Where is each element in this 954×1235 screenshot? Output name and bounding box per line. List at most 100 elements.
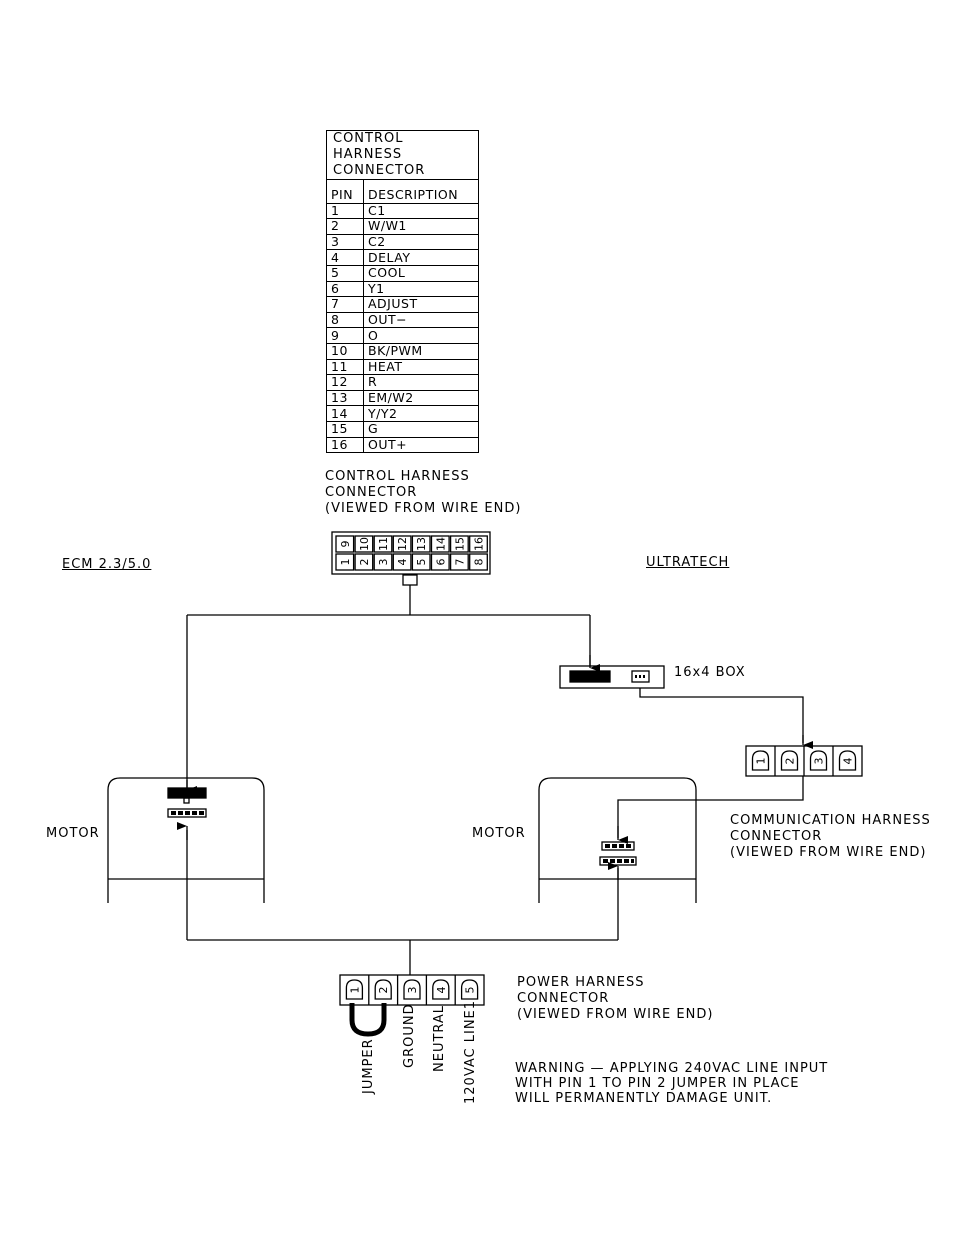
control-pin-cell <box>354 553 374 571</box>
pin-description-cell: Y/Y2 <box>363 405 479 422</box>
pin-number-cell: 12 <box>326 374 364 391</box>
control-pin-number: 1 <box>339 559 352 566</box>
control-pin-number: 13 <box>415 537 428 551</box>
power-connector-label-2: CONNECTOR <box>517 991 610 1006</box>
pin-number: 5 <box>464 987 477 994</box>
control-pin-cell <box>373 553 393 571</box>
pin-description-table: CONTROL HARNESS CONNECTOR PIN DESCRIPTIO… <box>326 130 479 454</box>
pin-socket <box>432 979 450 1000</box>
pin-number: 3 <box>813 758 826 765</box>
pin-socket <box>345 979 364 1000</box>
control-pin-number: 14 <box>434 537 447 551</box>
left-motor-outline <box>107 777 265 903</box>
control-pin-number: 6 <box>434 559 447 566</box>
pin-socket <box>460 979 479 1000</box>
pin-description-cell: OUT+ <box>363 436 479 454</box>
power-connector-body <box>339 974 485 1006</box>
control-connector-label-1: CONTROL HARNESS <box>325 469 470 484</box>
ground-label: GROUND <box>402 1003 417 1068</box>
control-pin-cell <box>469 553 488 571</box>
pin-description-cell: C2 <box>363 233 479 251</box>
pin-number: 1 <box>755 758 768 765</box>
ecm-label: ECM 2.3/5.0 <box>62 557 152 572</box>
box-16-pin-port <box>569 670 611 683</box>
pin-description-cell: OUT− <box>363 311 479 329</box>
right-motor-label: MOTOR <box>472 826 526 841</box>
control-pin-cell <box>335 553 355 571</box>
control-connector-label-2: CONNECTOR <box>325 485 418 500</box>
power-connector-label-1: POWER HARNESS <box>517 975 645 990</box>
jumper-label: JUMPER <box>361 1038 376 1094</box>
left-motor-label: MOTOR <box>46 826 100 841</box>
warning-line-3: WILL PERMANENTLY DAMAGE UNIT. <box>515 1091 773 1106</box>
right-motor-power-port <box>599 856 637 866</box>
left-motor-port-tab <box>183 797 190 804</box>
control-pin-number: 12 <box>396 537 409 551</box>
table-title: CONTROL HARNESS CONNECTOR <box>326 130 479 180</box>
control-pin-number: 4 <box>396 559 409 566</box>
pin-number: 2 <box>377 987 390 994</box>
power-connector-cells: 1 2 3 4 5 <box>345 975 479 1005</box>
control-pin-cell <box>392 535 412 553</box>
pin-number: 4 <box>435 987 448 994</box>
pin-socket <box>780 750 799 771</box>
box-label: 16x4 BOX <box>674 665 746 680</box>
control-pin-number: 3 <box>377 559 390 566</box>
pin-number: 3 <box>406 987 419 994</box>
pin-description-cell: G <box>363 420 479 438</box>
pin-socket <box>838 750 857 771</box>
control-connector-tab <box>402 574 418 586</box>
pin-number-cell: 14 <box>326 405 364 422</box>
control-pin-number: 5 <box>415 559 428 566</box>
comm-wire-to-connector <box>639 688 804 743</box>
pin-description-cell: COOL <box>363 264 479 282</box>
comm-connector-label-3: (VIEWED FROM WIRE END) <box>730 845 927 860</box>
ultratech-label: ULTRATECH <box>646 555 730 570</box>
power-wire <box>186 830 619 975</box>
pin-number: 1 <box>348 987 361 994</box>
control-pin-cell <box>411 535 431 553</box>
pin-number: 4 <box>842 758 855 765</box>
warning-line-1: WARNING — APPLYING 240VAC LINE INPUT <box>515 1061 829 1076</box>
control-pin-cell <box>469 535 488 553</box>
box-16x4 <box>559 665 665 689</box>
control-pin-number: 15 <box>453 537 466 551</box>
power-connector-label-3: (VIEWED FROM WIRE END) <box>517 1007 714 1022</box>
control-pin-number: 9 <box>339 541 352 548</box>
control-pin-number: 7 <box>453 559 466 566</box>
right-motor-comm-port <box>601 841 635 851</box>
table-title-line1: CONTROL HARNESS <box>333 131 404 162</box>
pin-number: 2 <box>784 758 797 765</box>
control-pin-cell <box>411 553 431 571</box>
column-header-pin: PIN <box>326 179 364 204</box>
line1-label: 120VAC LINE1 <box>463 999 478 1104</box>
control-pin-cell <box>430 553 450 571</box>
control-pin-cell <box>449 535 469 553</box>
control-pin-cell <box>430 535 450 553</box>
pin-description-cell: ADJUST <box>363 296 479 313</box>
pin-socket <box>751 750 770 771</box>
control-wire <box>186 585 591 790</box>
left-motor-control-port <box>167 787 207 799</box>
control-pin-number: 8 <box>473 559 486 566</box>
pin-socket <box>809 750 828 771</box>
control-pin-cell <box>354 535 374 553</box>
warning-line-2: WITH PIN 1 TO PIN 2 JUMPER IN PLACE <box>515 1076 800 1091</box>
control-pin-number: 2 <box>358 559 371 566</box>
pin-socket <box>374 979 392 1000</box>
left-motor-power-port <box>167 808 207 818</box>
box-4-pin-port <box>631 670 650 683</box>
control-pin-number: 16 <box>473 537 486 551</box>
control-pin-cell <box>449 553 469 571</box>
control-pin-number: 10 <box>358 537 371 551</box>
